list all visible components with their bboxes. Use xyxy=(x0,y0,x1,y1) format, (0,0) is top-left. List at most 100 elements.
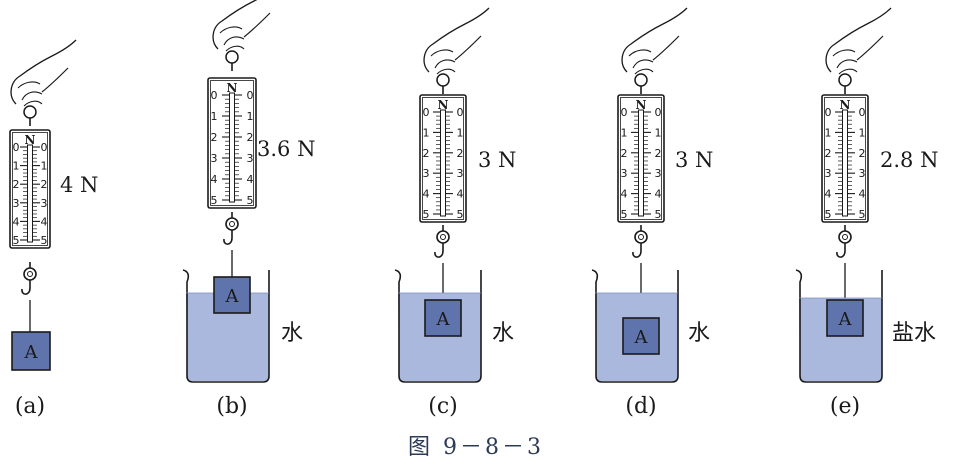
svg-text:0: 0 xyxy=(247,89,254,102)
svg-text:2: 2 xyxy=(211,131,218,144)
object-label: A xyxy=(634,327,649,348)
svg-text:N: N xyxy=(438,98,449,112)
liquid-label: 水 xyxy=(281,321,303,346)
svg-text:5: 5 xyxy=(825,208,832,221)
svg-text:0: 0 xyxy=(859,106,866,119)
svg-text:4: 4 xyxy=(457,188,464,201)
svg-text:0: 0 xyxy=(41,141,48,154)
svg-text:2: 2 xyxy=(13,178,20,191)
scale-reading: 3 N xyxy=(675,148,713,172)
svg-text:3: 3 xyxy=(41,197,48,210)
hand-icon xyxy=(10,39,77,126)
svg-text:4: 4 xyxy=(247,173,254,186)
svg-text:1: 1 xyxy=(247,110,254,123)
svg-text:3: 3 xyxy=(621,167,628,180)
object-block xyxy=(11,331,51,371)
svg-text:5: 5 xyxy=(859,208,866,221)
svg-text:4: 4 xyxy=(655,188,662,201)
svg-text:5: 5 xyxy=(247,194,254,207)
svg-text:5: 5 xyxy=(423,208,430,221)
object-label: A xyxy=(436,309,451,330)
spring-scale: N0 0 1 1 2 2 3 3 4 4 5 5 xyxy=(207,77,257,209)
svg-text:1: 1 xyxy=(825,126,832,139)
svg-text:N: N xyxy=(636,98,647,112)
hand-icon xyxy=(825,7,892,94)
scale-ring-hook xyxy=(836,225,852,258)
svg-text:1: 1 xyxy=(41,160,48,173)
svg-text:3: 3 xyxy=(457,167,464,180)
object-block xyxy=(826,299,864,337)
object-block xyxy=(213,276,251,314)
svg-text:2: 2 xyxy=(859,147,866,160)
svg-text:N: N xyxy=(227,81,238,95)
svg-text:0: 0 xyxy=(13,141,20,154)
svg-text:2: 2 xyxy=(621,147,628,160)
object-label: A xyxy=(838,309,853,330)
figure-caption: 图 9－8－3 xyxy=(408,435,544,460)
object-label: A xyxy=(225,286,240,307)
object-block xyxy=(424,299,462,337)
object-label: A xyxy=(24,342,39,363)
svg-text:1: 1 xyxy=(13,160,20,173)
svg-text:3: 3 xyxy=(859,167,866,180)
panel-label: (c) xyxy=(428,394,458,419)
svg-text:2: 2 xyxy=(423,147,430,160)
svg-text:5: 5 xyxy=(41,234,48,247)
svg-text:4: 4 xyxy=(13,215,20,228)
hand-icon xyxy=(621,7,688,94)
hand-icon xyxy=(212,0,271,71)
svg-text:3: 3 xyxy=(211,152,218,165)
svg-text:0: 0 xyxy=(655,106,662,119)
object-block xyxy=(622,317,660,355)
svg-text:4: 4 xyxy=(211,173,218,186)
svg-text:5: 5 xyxy=(655,208,662,221)
svg-text:4: 4 xyxy=(41,215,48,228)
svg-text:5: 5 xyxy=(13,234,20,247)
svg-text:3: 3 xyxy=(655,167,662,180)
hand-icon xyxy=(423,7,490,94)
svg-text:0: 0 xyxy=(457,106,464,119)
svg-text:5: 5 xyxy=(457,208,464,221)
scale-reading: 3.6 N xyxy=(257,137,315,161)
svg-text:4: 4 xyxy=(621,188,628,201)
svg-text:N: N xyxy=(840,98,851,112)
scale-reading: 4 N xyxy=(60,173,98,197)
svg-text:0: 0 xyxy=(423,106,430,119)
panel-b: N0 0 1 1 2 2 3 3 4 4 5 5 3.6 N A 水 (b) xyxy=(182,0,315,419)
svg-text:5: 5 xyxy=(621,208,628,221)
liquid-label: 盐水 xyxy=(892,321,936,346)
svg-text:N: N xyxy=(25,133,36,147)
liquid-label: 水 xyxy=(688,321,710,346)
svg-text:2: 2 xyxy=(41,178,48,191)
svg-text:0: 0 xyxy=(211,89,218,102)
panel-label: (b) xyxy=(216,394,247,419)
svg-text:2: 2 xyxy=(825,147,832,160)
svg-text:4: 4 xyxy=(825,188,832,201)
scale-ring-hook xyxy=(434,225,450,258)
svg-text:3: 3 xyxy=(247,152,254,165)
liquid-label: 水 xyxy=(492,321,514,346)
scale-ring-hook xyxy=(632,225,648,258)
scale-ring-hook xyxy=(21,262,37,295)
svg-text:4: 4 xyxy=(423,188,430,201)
svg-text:2: 2 xyxy=(247,131,254,144)
svg-text:3: 3 xyxy=(423,167,430,180)
svg-text:5: 5 xyxy=(211,194,218,207)
svg-text:1: 1 xyxy=(457,126,464,139)
scale-ring-hook xyxy=(223,212,239,245)
svg-text:1: 1 xyxy=(423,126,430,139)
svg-text:2: 2 xyxy=(655,147,662,160)
svg-text:0: 0 xyxy=(621,106,628,119)
svg-text:1: 1 xyxy=(211,110,218,123)
svg-text:3: 3 xyxy=(825,167,832,180)
svg-text:1: 1 xyxy=(859,126,866,139)
